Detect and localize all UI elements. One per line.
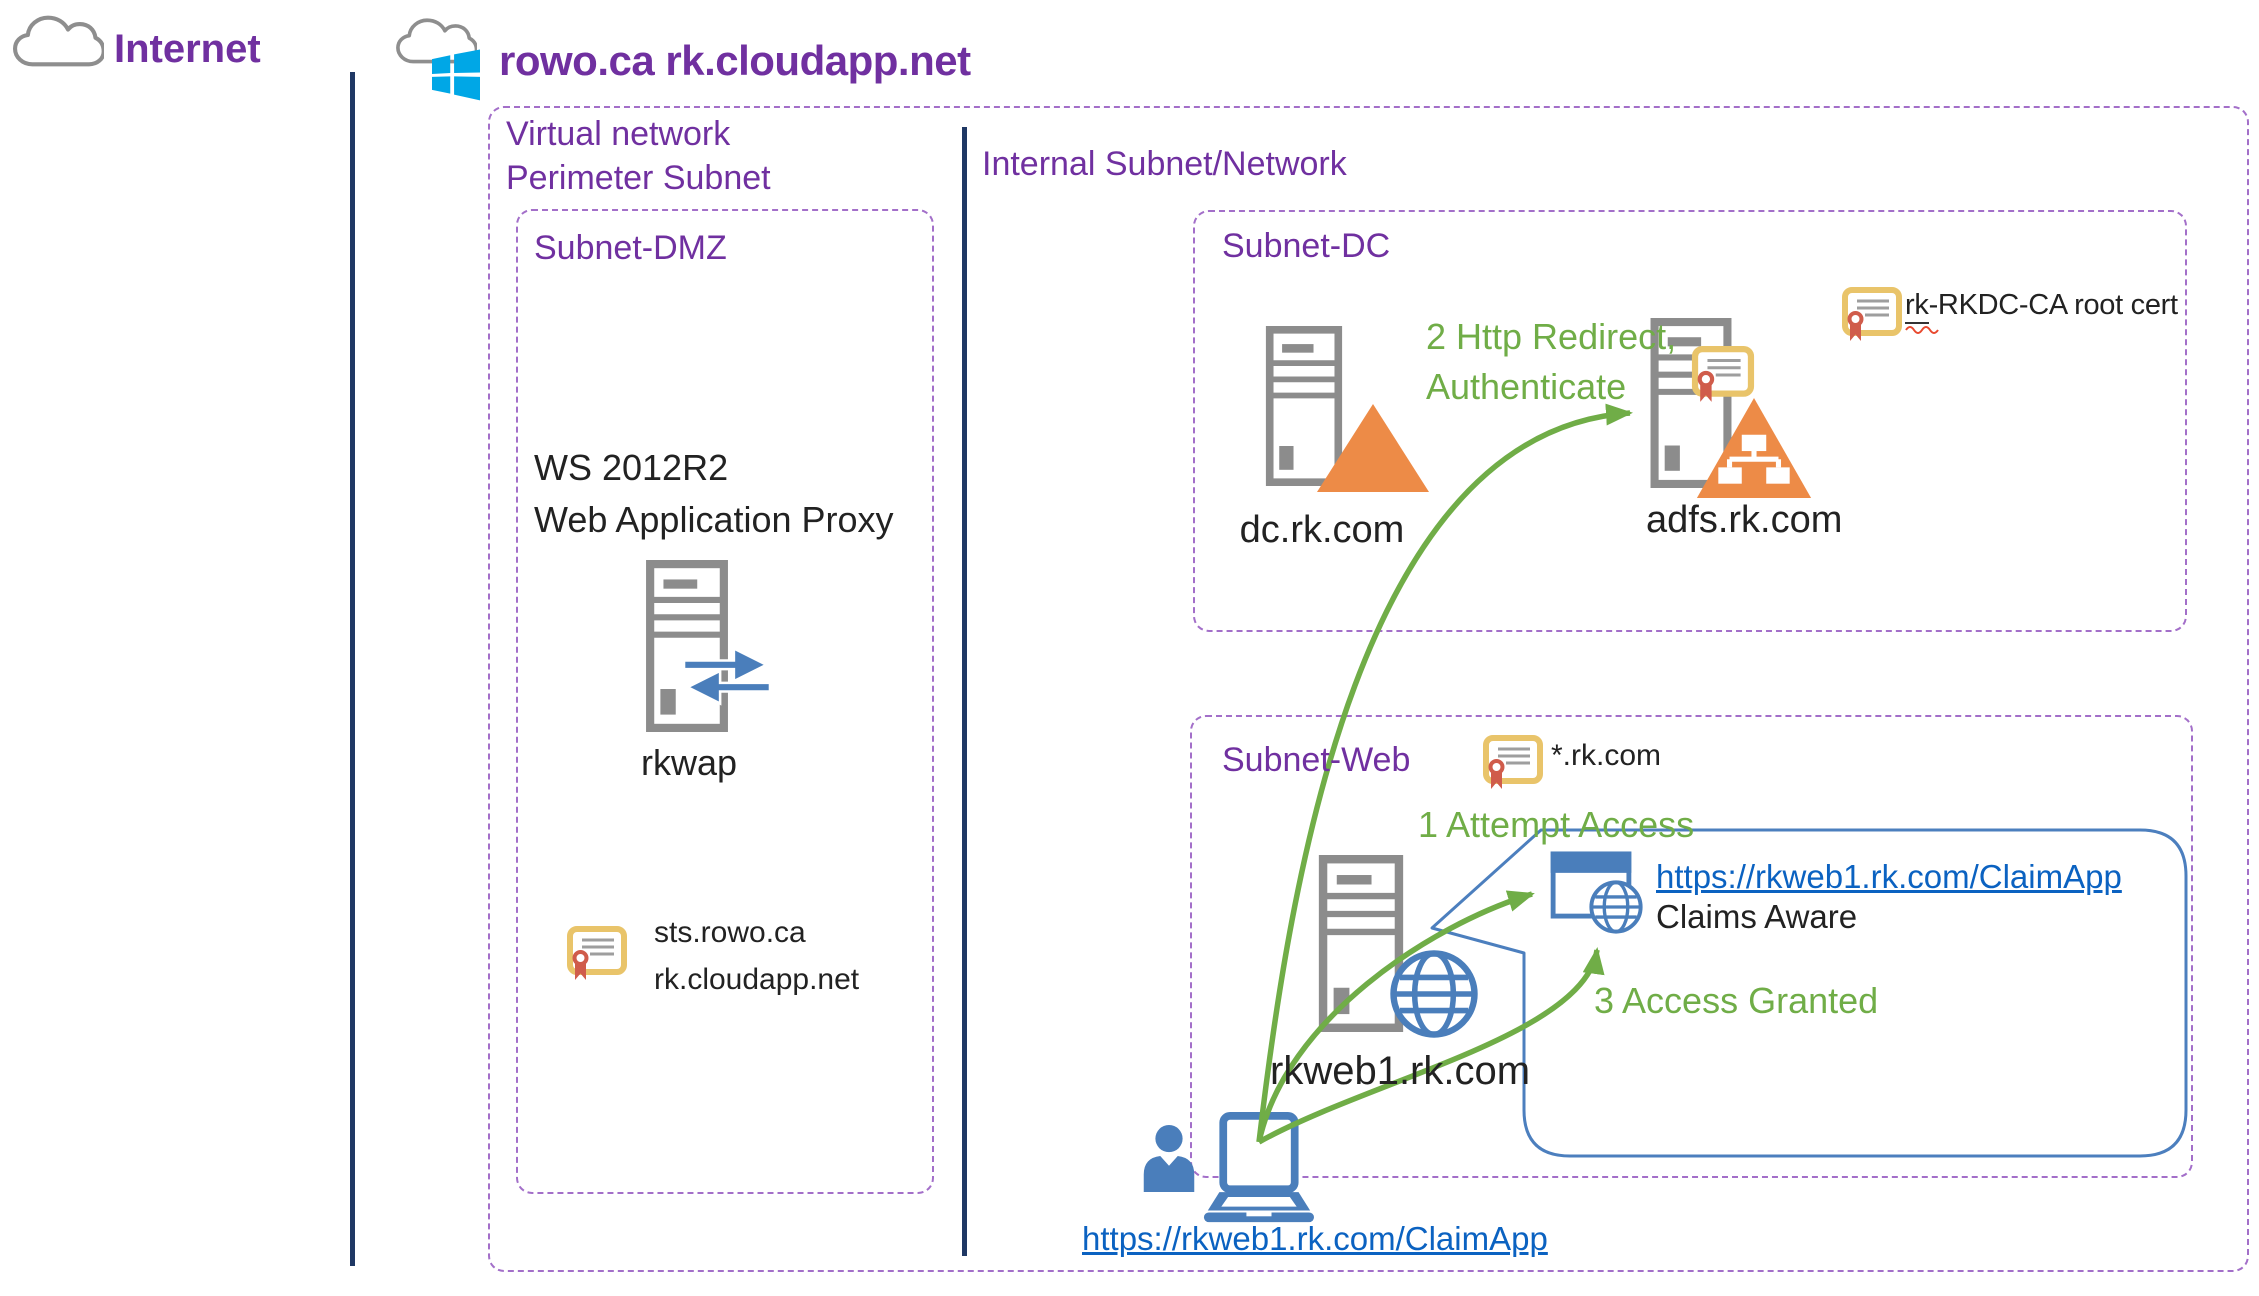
claims-aware-label: Claims Aware [1656,898,1858,935]
wap-title: WS 2012R2 Web Application Proxy [534,447,894,541]
access-granted-annotation: 3 Access Granted [1594,980,1879,1021]
redirect-annotation: 2 Http Redirect, Authenticate [1426,316,1677,408]
domain-title: rowo.ca rk.cloudapp.net [499,37,971,84]
windows-logo-icon [432,49,480,101]
wildcard-cert-label: *.rk.com [1551,739,1662,772]
virtual-network-label: Virtual network Perimeter Subnet [506,115,771,198]
subnet-dmz-label: Subnet-DMZ [534,229,727,267]
client-url-link[interactable]: https://rkweb1.rk.com/ClaimApp [1082,1220,1548,1257]
claimapp-url-link[interactable]: https://rkweb1.rk.com/ClaimApp [1656,858,2122,895]
subnet-dc-box [1193,210,2187,632]
divider-internet [350,72,355,1266]
root-cert-label: rk-RKDC-CA root cert [1905,288,2179,324]
rkweb1-label: rkweb1.rk.com [1270,1049,1531,1093]
rkwap-label: rkwap [640,742,738,783]
dc-label: dc.rk.com [1239,509,1405,551]
attempt-access-annotation: 1 Attempt Access [1418,804,1695,845]
subnet-dmz-box [516,209,934,1194]
azure-cloud-icon [396,18,477,64]
sts-cert-label: sts.rowo.ca rk.cloudapp.net [654,916,860,996]
subnet-dc-label: Subnet-DC [1222,227,1391,265]
subnet-web-label: Subnet-Web [1222,741,1411,779]
internet-label: Internet [114,27,261,71]
adfs-label: adfs.rk.com [1646,499,1843,541]
divider-perimeter-internal [962,127,967,1256]
subnet-web-box [1190,715,2193,1178]
internet-cloud-icon [15,18,104,65]
outer-network-box [488,106,2249,1272]
root-cert-label-prefix: rk [1905,289,1929,324]
root-cert-label-rest: -RKDC-CA root cert [1928,289,2179,321]
internal-network-label: Internal Subnet/Network [982,145,1347,183]
